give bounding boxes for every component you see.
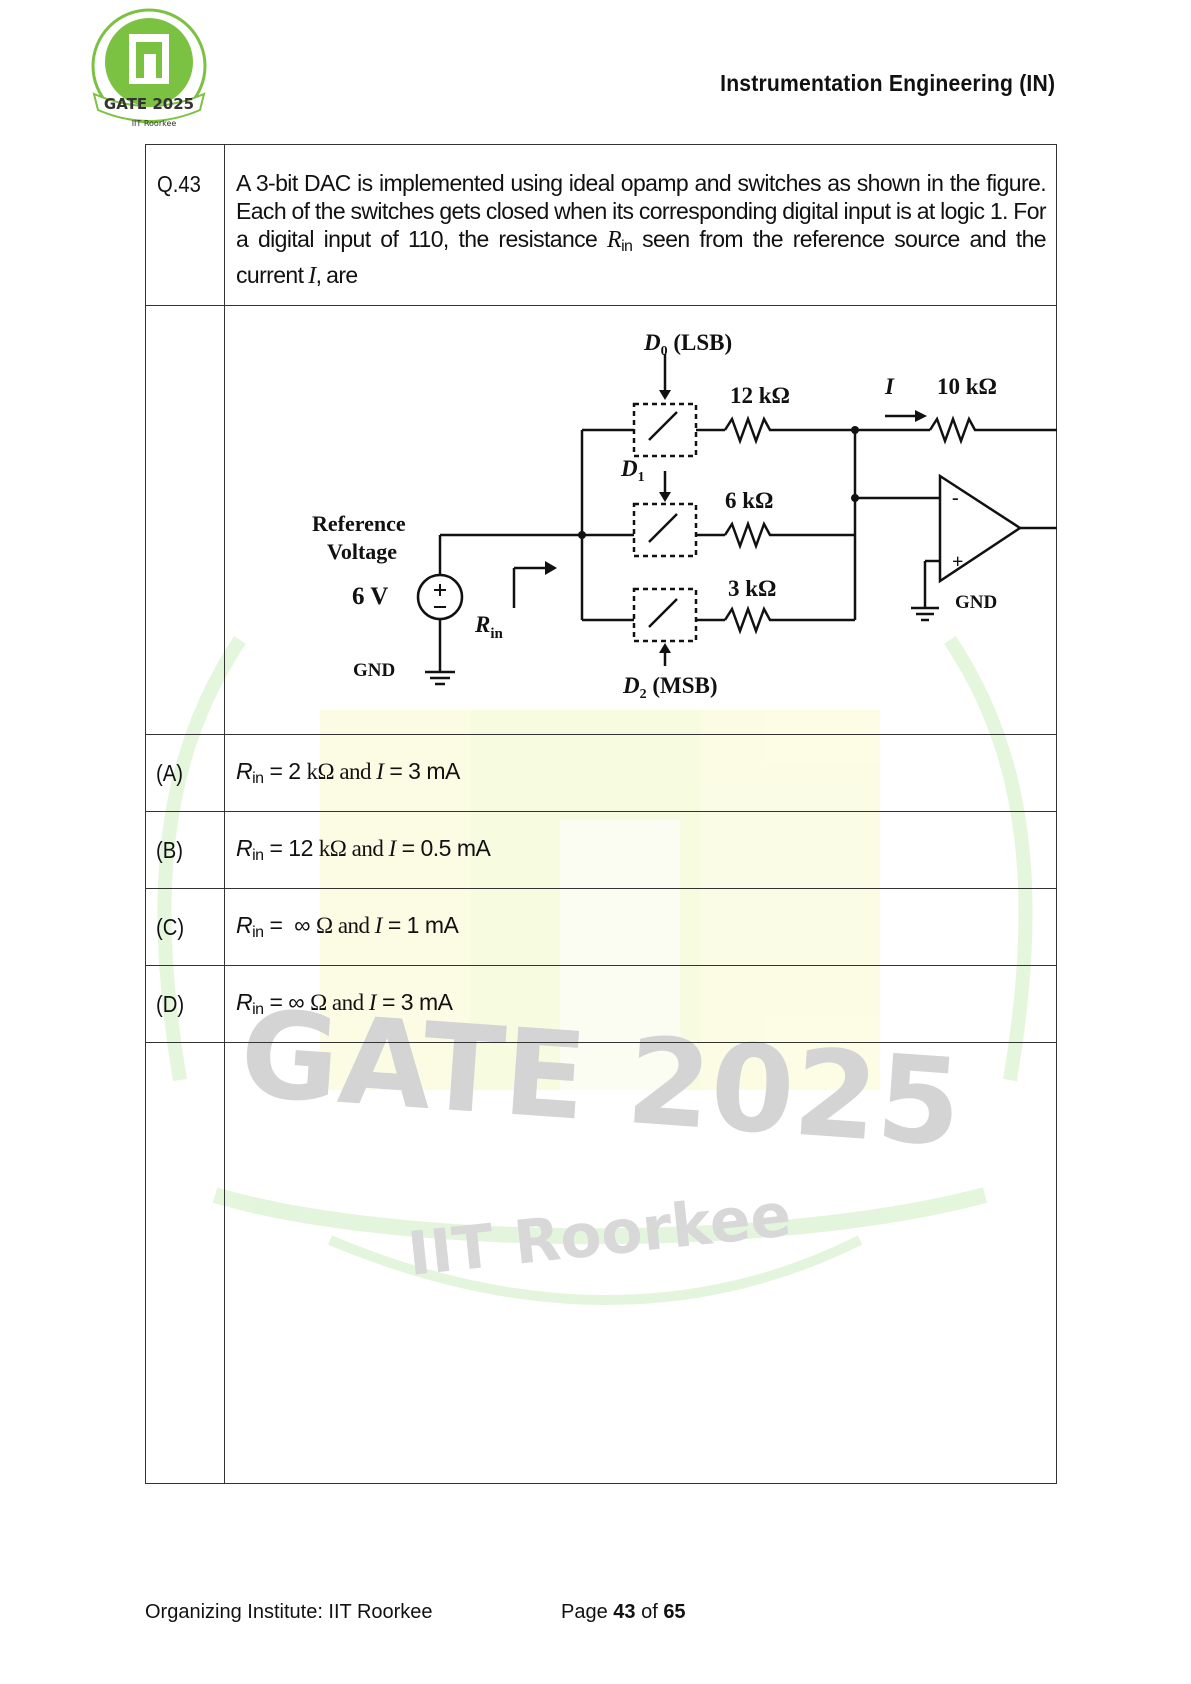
option-row-d: (D) Rin = ∞ Ω and I = 3 mA [145, 965, 1057, 1043]
question-text: A 3-bit DAC is implemented using ideal o… [236, 170, 1047, 289]
option-a-label: (A) [156, 759, 183, 786]
rin-label: R [474, 612, 490, 637]
option-row-c: (C) Rin = ∞ Ω and I = 1 mA [145, 888, 1057, 966]
dac-circuit-diagram: D0 (LSB) D1 D2 (MSB) 12 kΩ 6 kΩ 3 kΩ 10 … [312, 330, 1057, 702]
logo-text: GATE 2025 [104, 95, 194, 113]
svg-text:D1: D1 [620, 456, 645, 485]
reference-label-2: Voltage [327, 539, 397, 564]
option-c-text: Rin = ∞ Ω and I = 1 mA [236, 912, 459, 941]
option-b-label: (B) [156, 836, 183, 863]
footer-page-number: Page 43 of 65 [561, 1601, 686, 1623]
footer-institute: Organizing Institute: IIT Roorkee [145, 1601, 433, 1623]
d2-label: D [622, 673, 640, 698]
svg-text:D2 (MSB): D2 (MSB) [622, 673, 718, 702]
d0-label: D [643, 330, 661, 355]
figure-row: D0 (LSB) D1 D2 (MSB) 12 kΩ 6 kΩ 3 kΩ 10 … [145, 305, 1057, 735]
question-row: Q.43 A 3-bit DAC is implemented using id… [145, 144, 1057, 306]
resistor-6k-label: 6 kΩ [725, 488, 773, 513]
opamp-minus: - [952, 487, 959, 509]
option-row-b: (B) Rin = 12 kΩ and I = 0.5 mA [145, 811, 1057, 889]
reference-value: 6 V [352, 583, 388, 610]
resistor-12k-label: 12 kΩ [730, 383, 790, 408]
voltage-source [416, 573, 464, 621]
option-d-label: (D) [156, 990, 185, 1017]
gnd-left-label: GND [353, 660, 395, 681]
question-table: Q.43 A 3-bit DAC is implemented using id… [145, 144, 1057, 1484]
answer-space-row [145, 1042, 1057, 1484]
opamp-plus: + [952, 551, 963, 573]
svg-text:D0 (LSB): D0 (LSB) [643, 330, 732, 359]
resistor-10k-label: 10 kΩ [937, 374, 997, 399]
resistor-3k-label: 3 kΩ [728, 576, 776, 601]
gnd-right-label: GND [955, 592, 997, 613]
option-row-a: (A) Rin = 2 kΩ and I = 3 mA [145, 734, 1057, 812]
question-number: Q.43 [157, 171, 201, 197]
logo-subtext: IIT Roorkee [132, 119, 177, 128]
subject-title: Instrumentation Engineering (IN) [719, 70, 1055, 96]
gate-logo: GATE 2025 IIT Roorkee [91, 8, 207, 128]
option-b-text: Rin = 12 kΩ and I = 0.5 mA [236, 835, 491, 864]
option-d-text: Rin = ∞ Ω and I = 3 mA [236, 989, 453, 1018]
reference-label-1: Reference [312, 511, 406, 536]
option-c-label: (C) [156, 913, 185, 940]
option-a-text: Rin = 2 kΩ and I = 3 mA [236, 758, 460, 787]
svg-text:Rin: Rin [474, 612, 504, 642]
current-label: I [884, 374, 895, 399]
d1-label: D [620, 456, 638, 481]
